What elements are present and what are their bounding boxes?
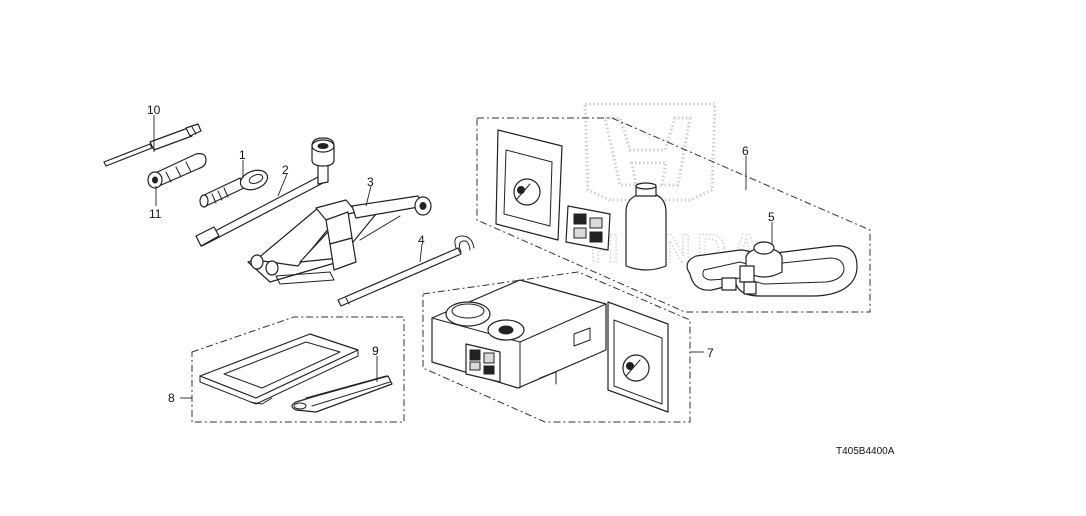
honda-watermark: HONDA bbox=[583, 102, 761, 272]
jack-handle-bar bbox=[337, 235, 475, 307]
callout-6: 6 bbox=[742, 144, 749, 158]
kit-manual-6 bbox=[495, 129, 563, 241]
kit-outline-8 bbox=[191, 316, 405, 423]
leader-lines bbox=[153, 115, 773, 399]
kit-card-6 bbox=[565, 205, 611, 251]
drawing-code: T405B4400A bbox=[836, 446, 895, 457]
wheel-nut-wrench bbox=[195, 137, 335, 247]
callout-1: 1 bbox=[239, 148, 246, 162]
callout-2: 2 bbox=[282, 163, 289, 177]
callout-4: 4 bbox=[418, 233, 425, 247]
towing-hook bbox=[199, 169, 269, 208]
callout-7: 7 bbox=[707, 346, 714, 360]
kit-outline-6 bbox=[476, 117, 871, 313]
strap-pouch bbox=[291, 375, 393, 413]
screwdriver bbox=[103, 123, 202, 167]
compressor bbox=[431, 279, 607, 389]
callout-8: 8 bbox=[168, 391, 175, 405]
callout-11: 11 bbox=[149, 207, 162, 221]
callout-9: 9 bbox=[372, 344, 379, 358]
kit-outline-7 bbox=[422, 271, 691, 423]
scissor-jack bbox=[247, 195, 432, 285]
kit-manual-7 bbox=[607, 301, 669, 413]
tool-bag bbox=[199, 333, 359, 405]
callout-3: 3 bbox=[367, 175, 374, 189]
screwdriver-handle bbox=[147, 153, 207, 189]
callout-5: 5 bbox=[768, 210, 775, 224]
sealant-bottle bbox=[625, 182, 667, 271]
inflator-hose bbox=[686, 241, 858, 297]
callout-10: 10 bbox=[147, 103, 161, 117]
